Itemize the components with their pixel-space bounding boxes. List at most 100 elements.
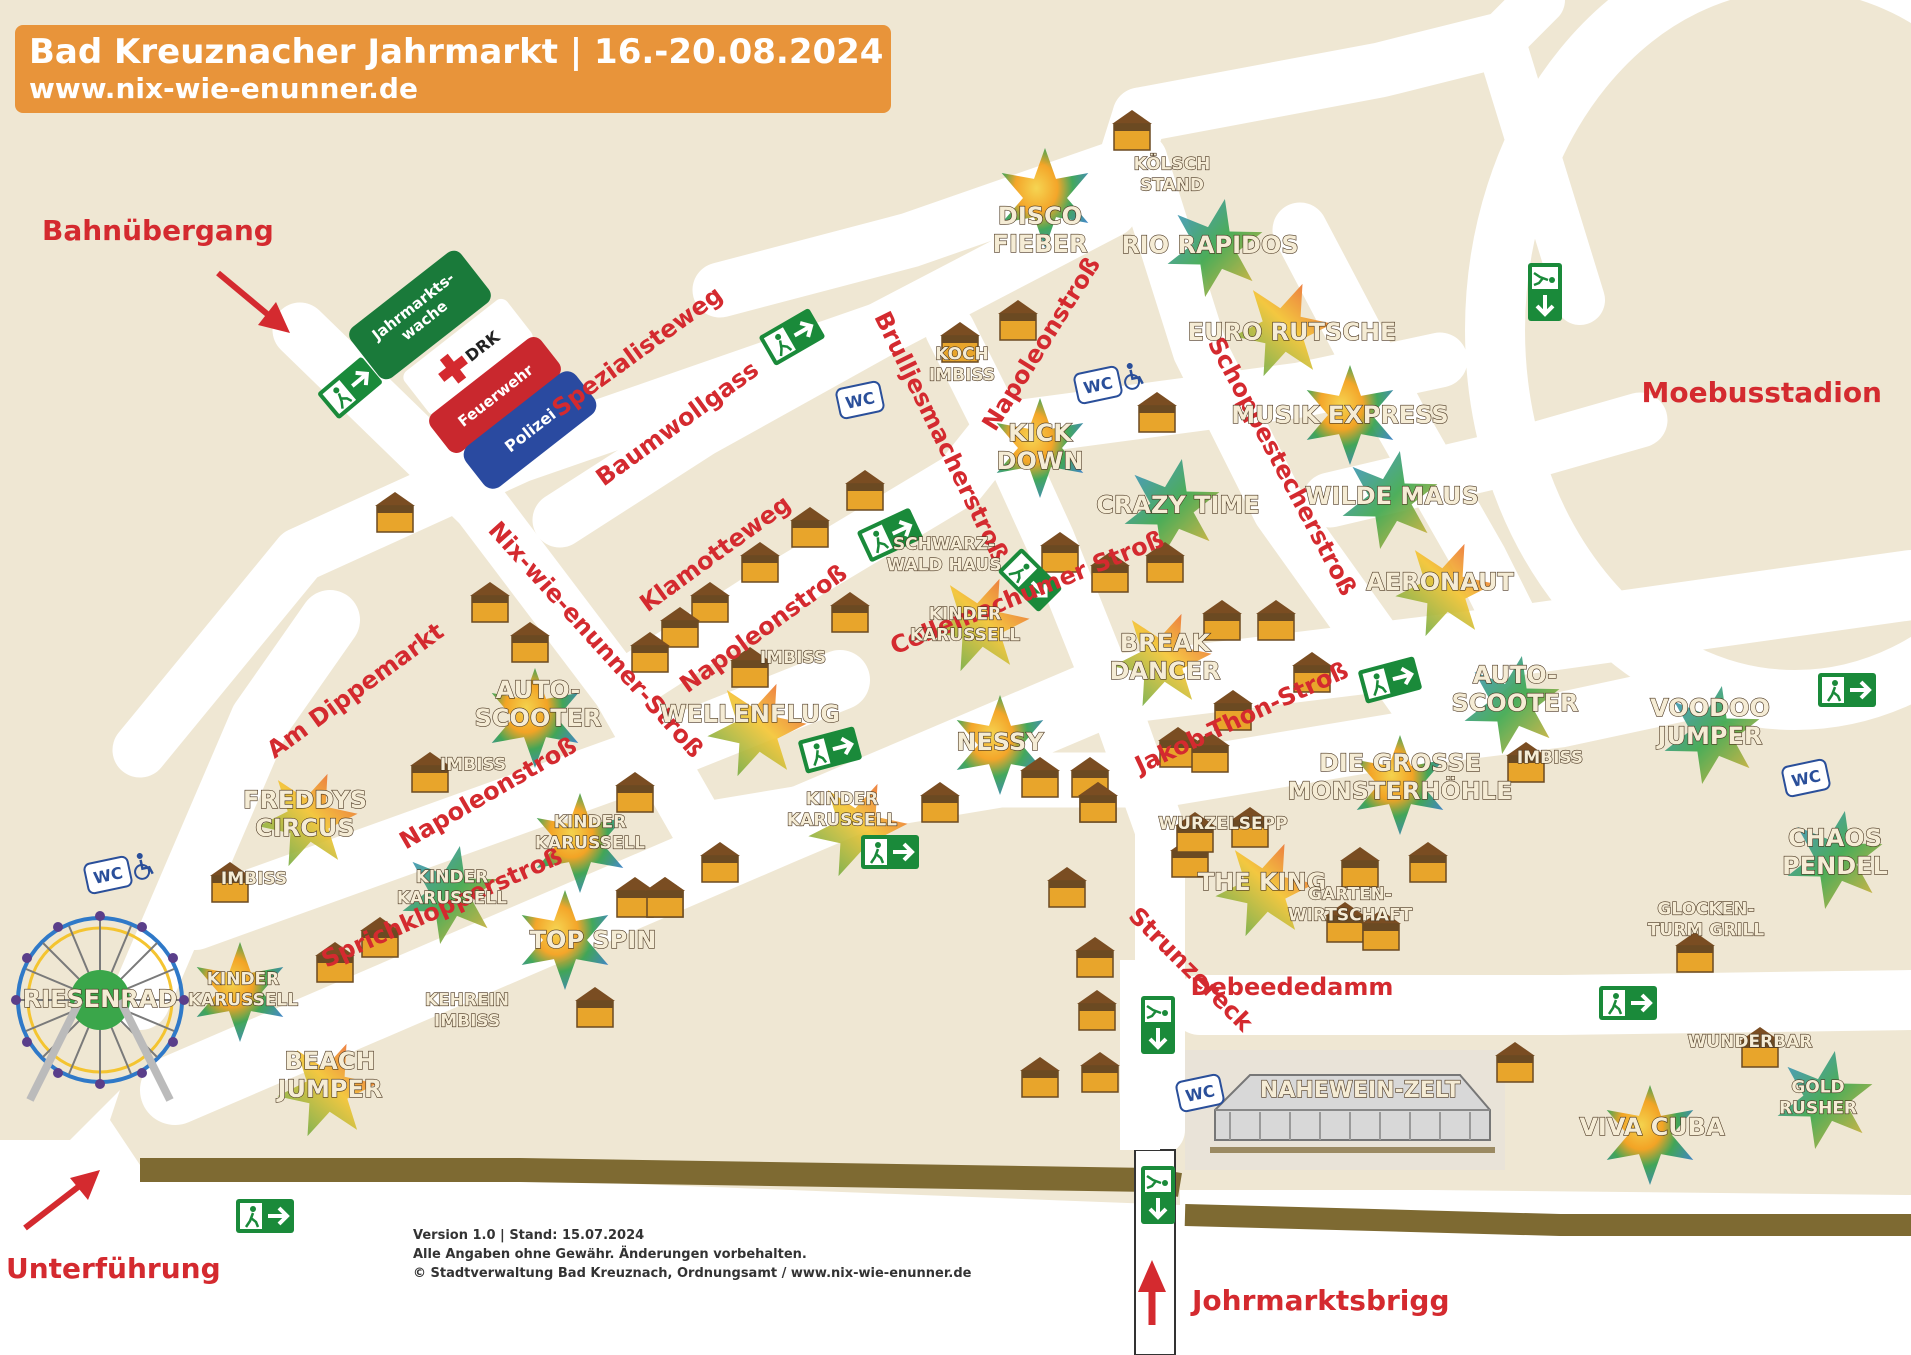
attraction-star-icon <box>1112 613 1212 707</box>
entrance-label: Bahnübergang <box>42 214 274 247</box>
attraction-star-icon <box>491 668 579 768</box>
stall-hut-icon <box>740 542 780 583</box>
emergency-exit-icon <box>318 357 382 419</box>
river-nahe-east <box>1184 1204 1911 1236</box>
stall-hut-icon <box>575 987 615 1028</box>
stall-hut-icon <box>1190 732 1230 773</box>
attraction-star-icon <box>1124 459 1220 557</box>
toilet-icon: WC <box>1175 1073 1225 1113</box>
attraction-star-icon <box>521 890 609 990</box>
attraction-label: WILDE MAUS <box>1305 482 1479 510</box>
stall-hut-icon <box>615 772 655 813</box>
entrance-labels: BahnübergangUnterführungJohrmarktsbriggM… <box>6 214 1882 1317</box>
attraction-label: MUSIK EXPRESS <box>1231 401 1448 429</box>
stall-hut-icon <box>410 752 450 793</box>
stall-hut-icon <box>1213 690 1253 731</box>
attraction-star-icon <box>1342 451 1438 549</box>
attraction-label: AUTO-SCOOTER <box>1452 661 1579 717</box>
stall-hut-icon <box>360 917 400 958</box>
stall-hut-icon <box>1256 600 1296 641</box>
drk-badge: DRK <box>403 298 533 416</box>
version-note: Version 1.0 | Stand: 15.07.2024 <box>413 1228 645 1243</box>
attraction-label: VIVA CUBA <box>1579 1113 1725 1141</box>
stall-label: WURZELSEPP <box>1158 814 1287 834</box>
attraction-star-icon <box>1395 543 1495 637</box>
attraction-star-icon <box>1215 843 1315 937</box>
stall-hut-icon <box>790 507 830 548</box>
stall-hut-icon <box>830 592 870 633</box>
emergency-exit-icon <box>1141 996 1175 1054</box>
stall-hut-icon <box>510 622 550 663</box>
map-title-box: Bad Kreuznacher Jahrmarkt | 16.-20.08.20… <box>15 25 891 113</box>
stall-hut-icon <box>470 582 510 623</box>
stall-hut-icon <box>1740 1027 1780 1068</box>
attraction-label: AERONAUT <box>1366 568 1514 596</box>
emergency-exit-icon <box>1599 986 1657 1020</box>
stall-label: IMBISS <box>760 648 826 668</box>
attraction-label: WELLENFLUG <box>660 700 840 728</box>
map-title: Bad Kreuznacher Jahrmarkt | 16.-20.08.20… <box>29 32 884 72</box>
stall-hut-icon <box>730 647 770 688</box>
stall-hut-icon <box>1075 937 1115 978</box>
copyright-note: © Stadtverwaltung Bad Kreuznach, Ordnung… <box>413 1266 972 1281</box>
stall-hut-icon <box>315 942 355 983</box>
stall-hut-icon <box>1175 812 1215 853</box>
road-network <box>110 0 1911 1155</box>
service-badges: Jahrmarkts-wache DRK Feuerwehr Polizei <box>349 250 597 489</box>
attraction-star-icon <box>1233 283 1333 377</box>
emergency-exit-icon <box>857 508 923 562</box>
emergency-exit-icon <box>236 1199 294 1233</box>
toilet-icon: WC <box>1073 362 1144 405</box>
attraction-star-icon <box>1356 735 1444 835</box>
attraction-label: AUTO-SCOOTER <box>475 676 602 732</box>
stall-hut-icon <box>1292 652 1332 693</box>
attraction-star-icon <box>707 683 807 777</box>
attraction-star-icon <box>277 1043 377 1137</box>
stall-hut-icon <box>1020 757 1060 798</box>
stall-label: SCHWARZ-WALD HAUS <box>887 535 1002 576</box>
stall-hut-icon <box>690 582 730 623</box>
emergency-exit-icon <box>1141 1166 1175 1224</box>
attraction-star-icon <box>1464 656 1560 754</box>
map-footer: Version 1.0 | Stand: 15.07.2024 Alle Ang… <box>413 1226 971 1283</box>
stall-hut-icon <box>920 782 960 823</box>
map-url[interactable]: www.nix-wie-enunner.de <box>29 72 418 105</box>
attraction-star-icon <box>1606 1085 1694 1185</box>
emergency-exit-icon <box>998 548 1062 612</box>
attraction-label: NESSY <box>956 728 1044 756</box>
entrance-label: Moebusstadion <box>1642 376 1883 409</box>
toilet-icon: WC <box>835 380 885 420</box>
attraction-star-icon <box>1001 148 1089 248</box>
stall-label: IMBISS <box>1517 748 1583 768</box>
street-label: Debeededamm <box>1191 973 1394 1001</box>
attraction-star-icon <box>996 398 1084 498</box>
emergency-exits <box>236 263 1876 1233</box>
stall-hut-icon <box>1158 727 1198 768</box>
stall-label: GARTEN-WIRTSCHAFT <box>1288 885 1413 926</box>
emergency-exit-icon <box>1818 673 1876 707</box>
disclaimer-note: Alle Angaben ohne Gewähr. Änderungen vor… <box>413 1247 807 1262</box>
stall-hut-icon <box>1137 392 1177 433</box>
stall-hut-icon <box>1112 110 1152 151</box>
stall-hut-icon <box>998 300 1038 341</box>
stall-hut-icon <box>1675 932 1715 973</box>
attraction-star-icon <box>1777 1051 1873 1149</box>
stall-huts <box>210 110 1780 1098</box>
attraction-label: NAHEWEIN-ZELT <box>1260 1078 1460 1103</box>
stall-hut-icon <box>700 842 740 883</box>
stall-label: IMBISS <box>221 869 287 889</box>
stall-hut-icon <box>630 632 670 673</box>
stall-hut-icon <box>1090 552 1130 593</box>
stall-hut-icon <box>660 607 700 648</box>
